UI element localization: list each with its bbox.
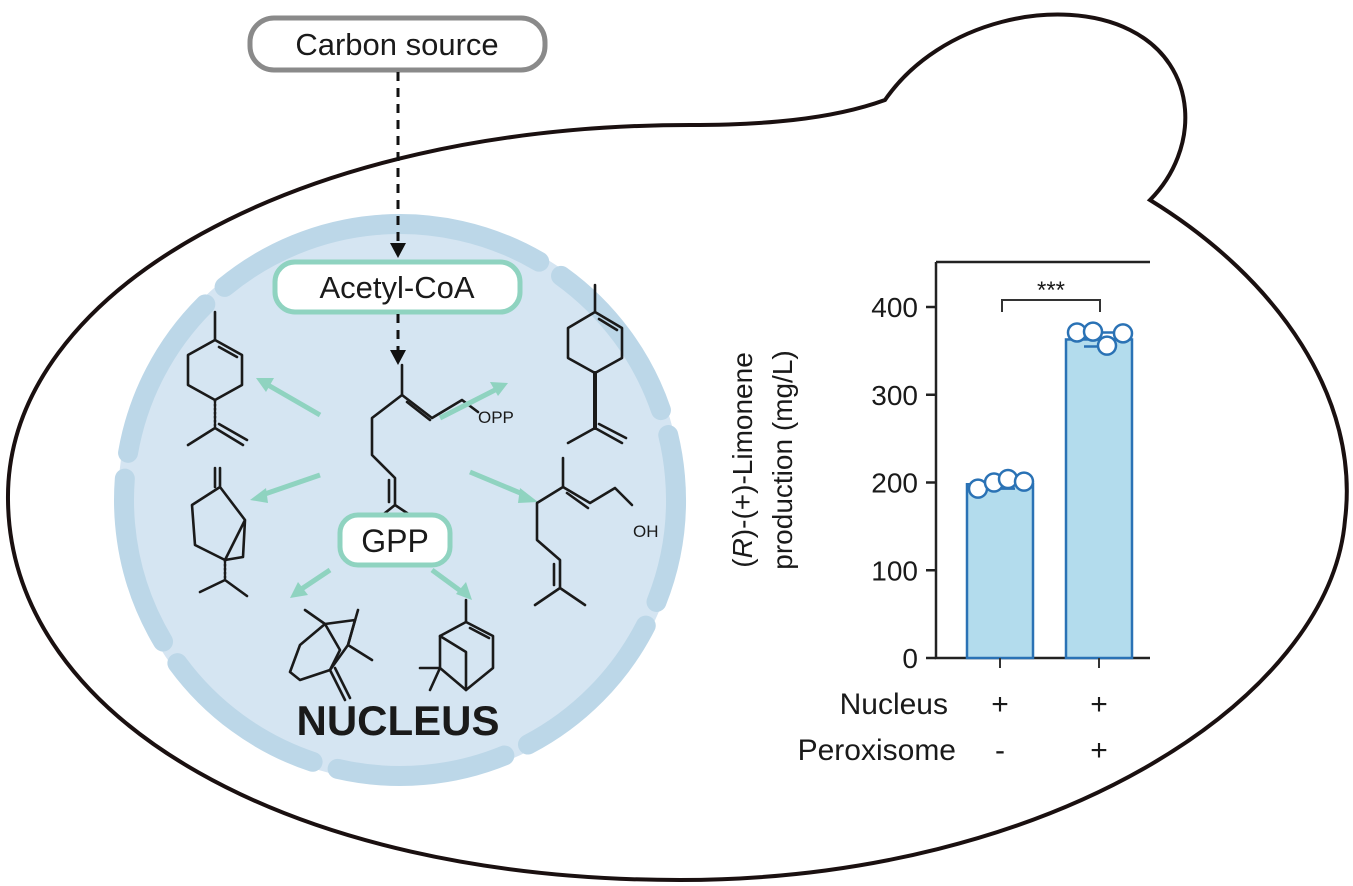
carbon-source-box: Carbon source bbox=[247, 15, 548, 73]
significance-bracket: *** bbox=[1001, 277, 1101, 312]
row-label-peroxisome: Peroxisome bbox=[798, 734, 956, 767]
bar bbox=[1064, 338, 1134, 660]
nucleus-sign: + bbox=[991, 688, 1009, 721]
y-tick-label: 100 bbox=[871, 555, 918, 586]
data-point bbox=[1013, 471, 1035, 492]
acetyl-coa-box: Acetyl-CoA bbox=[272, 259, 523, 315]
bar bbox=[965, 483, 1035, 660]
opp-label: OPP bbox=[478, 408, 514, 427]
sabinene-structure bbox=[190, 466, 249, 598]
significance-label: *** bbox=[1037, 277, 1065, 304]
y-tick-label: 200 bbox=[871, 468, 918, 499]
carbon-source-label: Carbon source bbox=[295, 27, 498, 62]
y-tick-label: 0 bbox=[902, 643, 918, 674]
arrowhead-2 bbox=[390, 350, 406, 365]
row-label-nucleus: Nucleus bbox=[840, 688, 948, 721]
gpp-box: GPP bbox=[337, 512, 453, 568]
yeast-cell-outline bbox=[5, 12, 1349, 883]
data-point bbox=[1112, 323, 1134, 344]
y-tick-label: 400 bbox=[871, 292, 918, 323]
conversion-arrows bbox=[250, 378, 538, 600]
data-point bbox=[1096, 335, 1118, 356]
oh-label: OH bbox=[633, 522, 659, 541]
s-limonene-structure bbox=[186, 310, 249, 447]
peroxisome-sign: + bbox=[1090, 734, 1108, 767]
nucleus-label: NUCLEUS bbox=[296, 697, 499, 744]
limonene-bar-chart: 0 100 200 300 400 *** (R)-(+)-Limonene produ… bbox=[727, 260, 1150, 767]
camphene-structure bbox=[288, 608, 374, 702]
y-tick-label: 300 bbox=[871, 380, 918, 411]
y-axis-label-line2: production (mg/L) bbox=[767, 350, 798, 569]
gpp-label: GPP bbox=[361, 523, 429, 559]
data-point bbox=[1082, 321, 1104, 342]
geraniol-structure bbox=[533, 456, 634, 607]
arrowhead-1 bbox=[390, 243, 406, 258]
r-limonene-structure bbox=[566, 283, 628, 445]
alpha-pinene-structure bbox=[418, 598, 495, 692]
nucleus-sign: + bbox=[1090, 688, 1108, 721]
acetyl-coa-label: Acetyl-CoA bbox=[319, 270, 474, 305]
nucleus bbox=[114, 214, 686, 786]
y-axis-label-line1: (R)-(+)-Limonene bbox=[727, 352, 758, 568]
peroxisome-sign: - bbox=[995, 734, 1005, 767]
